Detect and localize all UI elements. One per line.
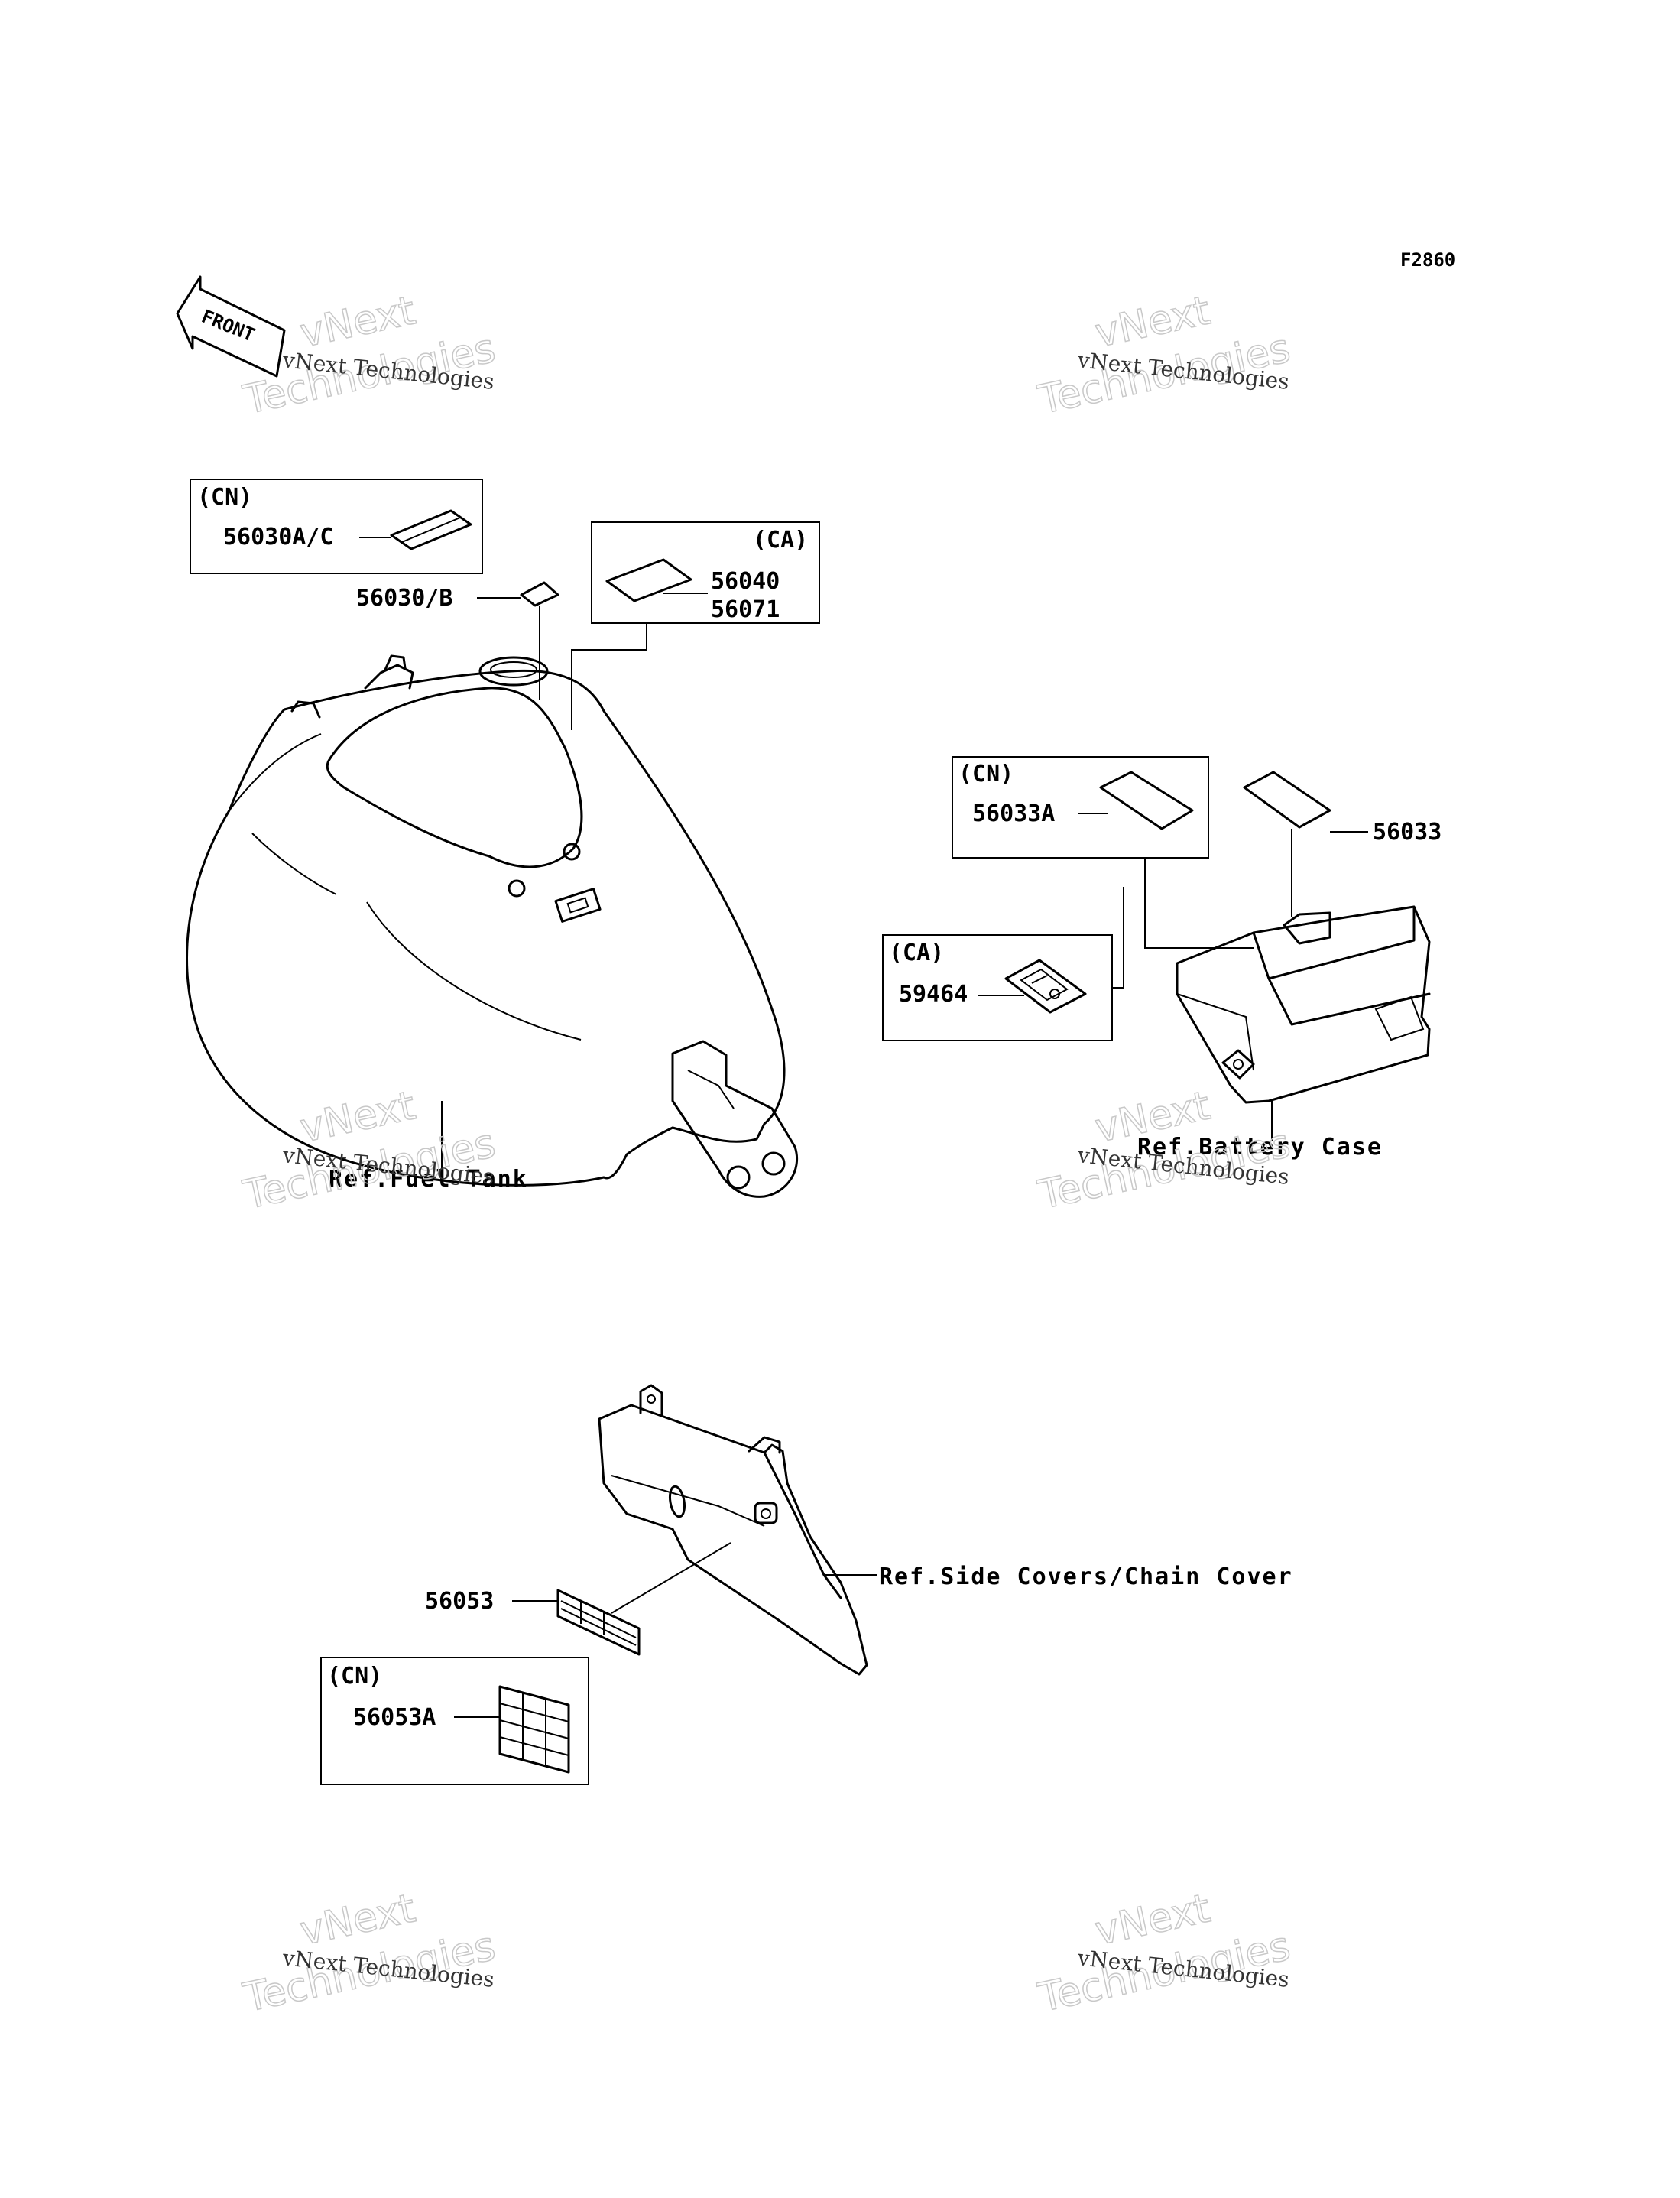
front-arrow-icon: FRONT [176, 275, 286, 378]
part-number-56040: 56040 [711, 568, 780, 595]
decal-56033-icon [1243, 771, 1331, 829]
ref-fuel-tank: Ref.Fuel Tank [329, 1166, 528, 1193]
part-number-56030b: 56030/B [356, 585, 452, 612]
part-number-56033: 56033 [1373, 819, 1442, 846]
box-cn-56030ac-region: (CN) [197, 484, 252, 511]
decal-59464-icon [1004, 959, 1087, 1014]
box-cn-56030ac [190, 479, 483, 574]
box-ca-59464-region: (CA) [889, 940, 944, 966]
decal-56030b-icon [520, 581, 559, 607]
part-number-56030ac: 56030A/C [223, 524, 334, 550]
part-number-56053a: 56053A [353, 1704, 436, 1731]
box-cn-56053a-region: (CN) [327, 1663, 382, 1690]
chain-cover-group: Ref.Side Covers/Chain Cover 56053 (CN) 5… [320, 1384, 1293, 1785]
box-cn-56033a-region: (CN) [958, 761, 1014, 787]
part-number-56071: 56071 [711, 596, 780, 623]
decal-56040-icon [605, 558, 692, 602]
ref-battery-case: Ref.Battery Case [1137, 1134, 1383, 1161]
box-ca-56040-56071 [591, 521, 820, 624]
battery-case-group: (CN) 56033A 56033 (CA) 59464 Ref.B [882, 756, 1442, 1161]
fuel-tank-group: (CN) 56030A/C 56030/B (CA) 56040 56071 [186, 479, 820, 1198]
box-cn-56053a [320, 1657, 589, 1785]
decal-56053-icon [556, 1589, 641, 1656]
decal-56053a-icon [498, 1685, 570, 1774]
part-number-56053: 56053 [425, 1588, 494, 1615]
figure-code: F2860 [1400, 249, 1455, 271]
box-cn-56033a [952, 756, 1209, 859]
decal-56033a-icon [1099, 771, 1194, 830]
chain-cover-icon [598, 1404, 868, 1676]
box-ca-56040-region: (CA) [753, 527, 808, 554]
decal-56030ac-icon [390, 509, 472, 550]
battery-case-icon [1176, 905, 1431, 1104]
fuel-tank-icon [186, 669, 786, 1187]
part-number-59464: 59464 [899, 981, 968, 1008]
part-number-56033a: 56033A [972, 800, 1055, 827]
ref-side-covers-chain-cover: Ref.Side Covers/Chain Cover [879, 1563, 1293, 1590]
